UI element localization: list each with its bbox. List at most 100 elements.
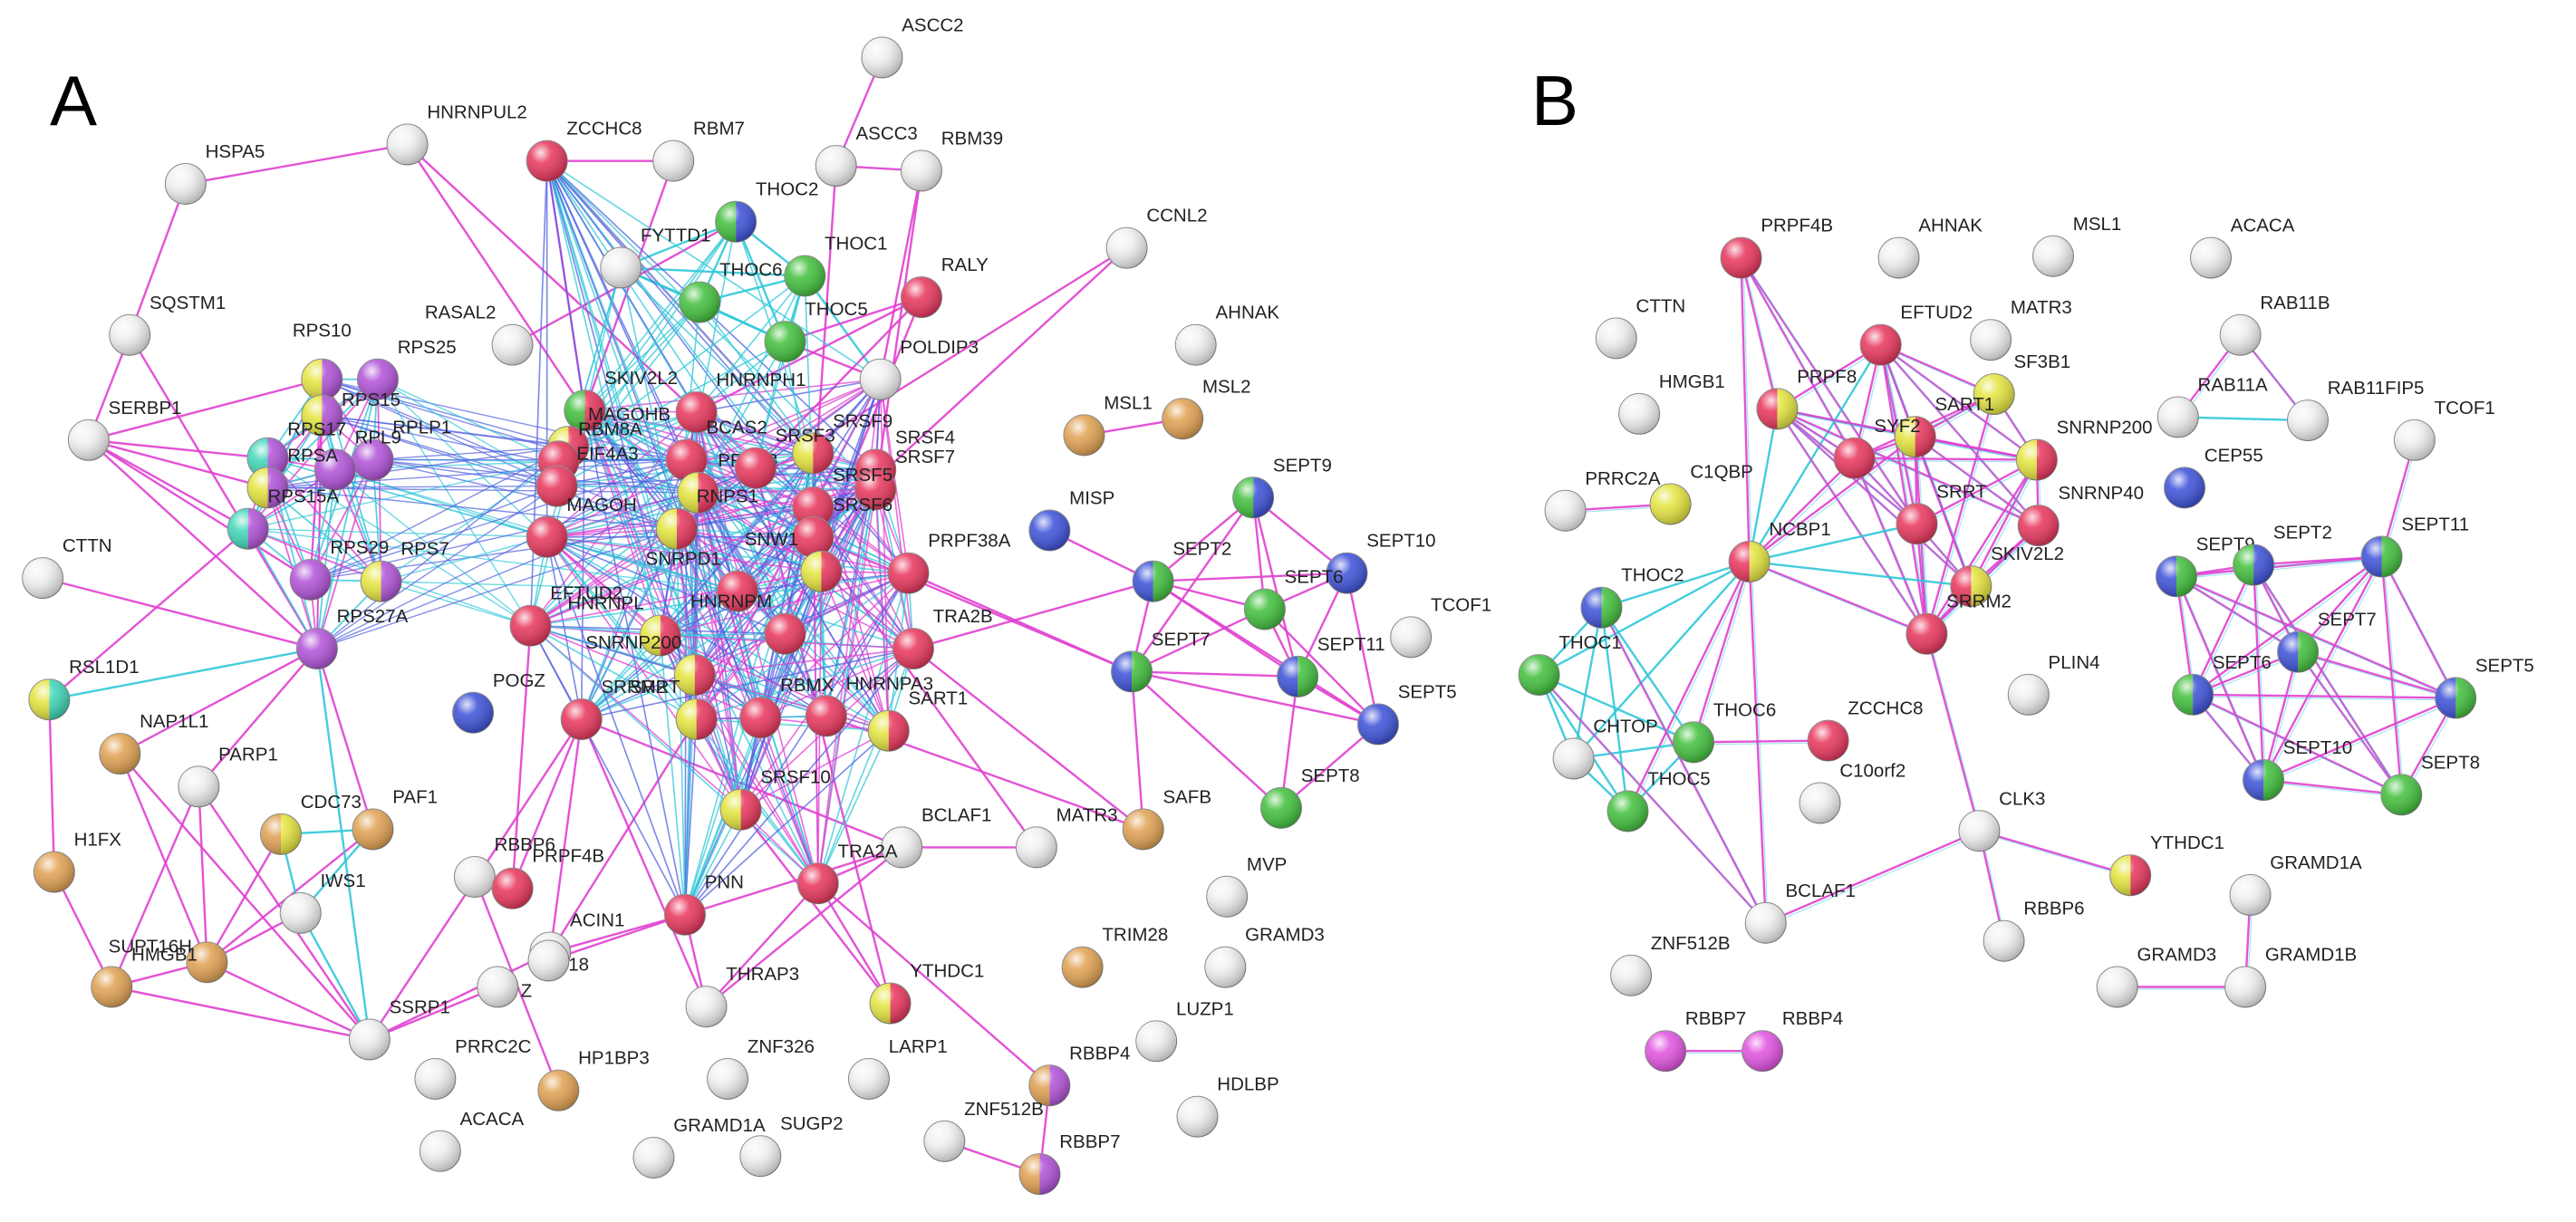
node-prpf38a[interactable]: PRPF38A <box>887 531 1011 594</box>
node-znf512b[interactable]: ZNF512B <box>923 1099 1044 1162</box>
node-b-bclaf1[interactable]: BCLAF1 <box>1744 880 1856 944</box>
node-thoc5[interactable]: THOC5 <box>764 299 868 363</box>
node-rasal2[interactable]: RASAL2 <box>425 303 534 366</box>
node-ssrp1[interactable]: SSRP1 <box>348 996 450 1061</box>
node-b-rab11a[interactable]: RAB11A <box>2156 374 2268 438</box>
node-rpsa[interactable]: RPSA <box>246 445 338 509</box>
node-z18[interactable]: 18 <box>527 939 589 982</box>
node-hnrnpa3[interactable]: HNRNPA3 <box>805 673 933 737</box>
node-cttn[interactable]: CTTN <box>22 535 112 600</box>
node-rps27a[interactable]: RPS27A <box>295 606 409 670</box>
node-ascc3[interactable]: ASCC3 <box>815 123 918 188</box>
node-hdlbp[interactable]: HDLBP <box>1176 1074 1279 1138</box>
node-znf326[interactable]: ZNF326 <box>707 1036 815 1100</box>
node-gramd1a[interactable]: GRAMD1A <box>632 1115 766 1179</box>
node-skiv2l2[interactable]: SKIV2L2 <box>564 368 678 432</box>
node-b-rbbp4[interactable]: RBBP4 <box>1741 1008 1843 1073</box>
node-b-plin4[interactable]: PLIN4 <box>2007 652 2100 716</box>
node-larp1[interactable]: LARP1 <box>847 1036 948 1100</box>
node-sugp2[interactable]: SUGP2 <box>739 1113 844 1178</box>
node-sept10[interactable]: SEPT10 <box>1326 531 1436 594</box>
node-rps29[interactable]: RPS29 <box>289 537 389 601</box>
node-poldip3[interactable]: POLDIP3 <box>859 337 979 400</box>
node-b-thoc1[interactable]: THOC1 <box>1518 632 1622 697</box>
node-sept2[interactable]: SEPT2 <box>1132 539 1231 602</box>
node-magoh[interactable]: MAGOH <box>526 495 637 558</box>
node-snrnp200[interactable]: SNRNP200 <box>585 632 716 697</box>
node-b-hmgb1[interactable]: HMGB1 <box>1618 371 1725 435</box>
node-parp1[interactable]: PARP1 <box>178 744 278 808</box>
node-b-sept11[interactable]: SEPT11 <box>2360 515 2469 578</box>
node-prrc2c[interactable]: PRRC2C <box>414 1036 532 1100</box>
node-b-srrm2[interactable]: SRRM2 <box>1905 592 2012 655</box>
node-hnrnpl[interactable]: HNRNPL <box>567 593 681 657</box>
node-srsf3[interactable]: SRSF3 <box>734 426 835 489</box>
node-gramd3[interactable]: GRAMD3 <box>1204 925 1325 988</box>
node-b-sept5[interactable]: SEPT5 <box>2435 655 2534 719</box>
node-b-ahnak[interactable]: AHNAK <box>1877 216 1983 279</box>
node-tcof1[interactable]: TCOF1 <box>1390 594 1491 659</box>
node-ahnak[interactable]: AHNAK <box>1174 303 1279 366</box>
node-b-prpf8[interactable]: PRPF8 <box>1756 366 1857 430</box>
node-b-sf3b1[interactable]: SF3B1 <box>1973 351 2070 416</box>
node-sept11[interactable]: SEPT11 <box>1277 634 1385 698</box>
node-b-rab11b[interactable]: RAB11B <box>2219 293 2330 356</box>
node-acaca[interactable]: ACACA <box>419 1109 525 1172</box>
node-thoc6[interactable]: THOC6 <box>679 260 783 323</box>
node-rbm39[interactable]: RBM39 <box>901 129 1004 192</box>
node-b-sept7[interactable]: SEPT7 <box>2277 610 2377 673</box>
node-sept8[interactable]: SEPT8 <box>1260 765 1360 829</box>
node-srsf9[interactable]: SRSF9 <box>792 410 892 475</box>
node-thoc2[interactable]: THOC2 <box>715 179 819 243</box>
node-b-cttn[interactable]: CTTN <box>1595 295 1685 360</box>
node-rps7[interactable]: RPS7 <box>360 539 449 602</box>
node-b-thoc5[interactable]: THOC5 <box>1606 769 1711 832</box>
node-b-prrc2a[interactable]: PRRC2A <box>1544 468 1661 532</box>
node-hnrnpul2[interactable]: HNRNPUL2 <box>386 102 527 166</box>
node-b-snrnp40[interactable]: SNRNP40 <box>2017 483 2144 547</box>
node-prpf4b[interactable]: PRPF4B <box>491 846 604 909</box>
node-rps15[interactable]: RPS15 <box>301 390 400 437</box>
node-hp1bp3[interactable]: HP1BP3 <box>537 1048 650 1111</box>
node-tra2a[interactable]: TRA2A <box>796 841 898 905</box>
node-ythdc1[interactable]: YTHDC1 <box>869 961 984 1025</box>
node-tra2b[interactable]: TRA2B <box>892 606 993 670</box>
node-eftud2[interactable]: EFTUD2 <box>509 583 622 647</box>
node-b-matr3[interactable]: MATR3 <box>1970 297 2072 361</box>
node-pnn[interactable]: PNN <box>663 872 744 936</box>
node-b-rbbp6[interactable]: RBBP6 <box>1983 899 2085 962</box>
node-b-znf512b[interactable]: ZNF512B <box>1610 933 1731 996</box>
node-b-rab11fip5[interactable]: RAB11FIP5 <box>2287 378 2425 442</box>
node-zcchc8[interactable]: ZCCHC8 <box>526 119 642 182</box>
node-b-sept10[interactable]: SEPT10 <box>2243 737 2353 802</box>
node-msl1[interactable]: MSL1 <box>1063 392 1153 457</box>
node-znf-a[interactable]: Z <box>477 966 532 1008</box>
node-matr3[interactable]: MATR3 <box>1015 804 1118 869</box>
node-b-c1qbp[interactable]: C1QBP <box>1649 462 1753 525</box>
node-b-snrnp200[interactable]: SNRNP200 <box>2015 418 2153 481</box>
node-b-thoc6[interactable]: THOC6 <box>1673 699 1777 764</box>
node-srsf5[interactable]: SRSF5 <box>792 465 892 529</box>
node-ccnl2[interactable]: CCNL2 <box>1105 206 1208 269</box>
node-bcas2[interactable]: BCAS2 <box>665 418 767 481</box>
node-b-sept8[interactable]: SEPT8 <box>2380 752 2480 816</box>
node-rbmx[interactable]: RBMX <box>739 675 835 739</box>
node-ascc2[interactable]: ASCC2 <box>861 14 964 79</box>
node-rnps1[interactable]: RNPS1 <box>655 486 758 550</box>
node-rps10[interactable]: RPS10 <box>293 321 352 400</box>
node-b-sept6[interactable]: SEPT6 <box>2172 652 2272 716</box>
node-b-syf2[interactable]: SYF2 <box>1833 416 1921 479</box>
node-rbbp4[interactable]: RBBP4 <box>1028 1043 1130 1107</box>
node-rsl1d1[interactable]: RSL1D1 <box>28 657 140 721</box>
node-b-acaca[interactable]: ACACA <box>2190 216 2295 279</box>
node-hnrnpm[interactable]: HNRNPM <box>690 592 806 655</box>
node-b-sart1[interactable]: SART1 <box>1894 394 1994 458</box>
node-eif4a3[interactable]: EIF4A3 <box>535 444 639 507</box>
node-srsf10[interactable]: SRSF10 <box>719 767 831 831</box>
node-rbm7[interactable]: RBM7 <box>652 119 745 182</box>
node-srsf7[interactable]: SRSF7 <box>854 447 955 511</box>
node-msl2[interactable]: MSL2 <box>1162 376 1251 440</box>
node-snw1[interactable]: SNW1 <box>745 529 843 592</box>
node-b-rbbp7[interactable]: RBBP7 <box>1645 1008 1746 1073</box>
node-b-chtop[interactable]: CHTOP <box>1552 717 1658 780</box>
